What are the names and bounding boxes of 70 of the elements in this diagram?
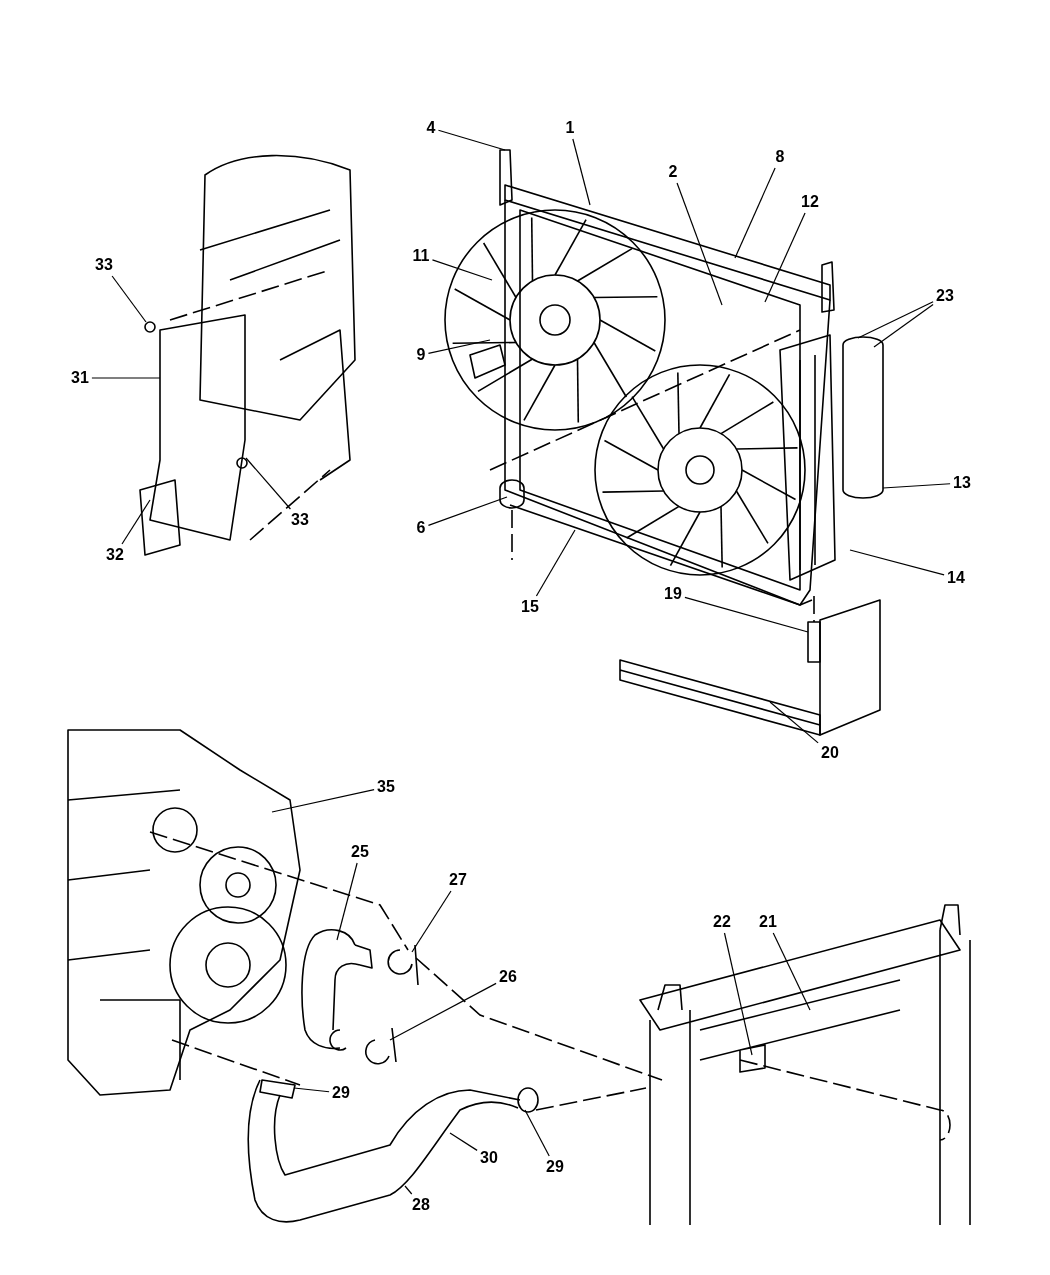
leader-line bbox=[293, 1087, 330, 1093]
callout-number: 13 bbox=[952, 474, 972, 492]
callout-number: 32 bbox=[105, 546, 125, 564]
leader-line bbox=[524, 1109, 550, 1157]
callout-number: 30 bbox=[479, 1149, 499, 1167]
leader-line bbox=[271, 789, 375, 813]
callout-number: 2 bbox=[667, 163, 679, 181]
callout-number: 29 bbox=[545, 1158, 565, 1176]
callout-number: 23 bbox=[935, 287, 955, 305]
leader-line bbox=[404, 1185, 413, 1195]
leader-line bbox=[91, 377, 161, 379]
leader-line bbox=[882, 483, 951, 489]
leader-line bbox=[572, 138, 591, 206]
leader-line bbox=[676, 182, 723, 306]
leader-line bbox=[857, 301, 934, 339]
callout-number: 9 bbox=[415, 346, 427, 364]
leader-line bbox=[684, 596, 809, 633]
callout-number: 12 bbox=[800, 193, 820, 211]
leader-line bbox=[873, 303, 934, 348]
assembly-line bbox=[149, 831, 409, 951]
leader-line bbox=[336, 862, 358, 941]
engine-drawing bbox=[67, 729, 301, 1096]
assembly-line bbox=[415, 957, 663, 1081]
callout-number: 11 bbox=[411, 247, 431, 265]
leader-line bbox=[437, 129, 506, 151]
callout-number: 4 bbox=[425, 119, 437, 137]
assembly-line bbox=[535, 1087, 647, 1111]
callout-number: 29 bbox=[331, 1084, 351, 1102]
leader-line bbox=[431, 259, 493, 281]
callout-number: 35 bbox=[376, 778, 396, 796]
leader-line bbox=[245, 457, 292, 510]
callout-number: 8 bbox=[774, 148, 786, 166]
callout-number: 20 bbox=[820, 744, 840, 762]
callout-number: 27 bbox=[448, 871, 468, 889]
callout-number: 6 bbox=[415, 519, 427, 537]
leader-line bbox=[734, 167, 776, 259]
leader-line bbox=[772, 932, 811, 1011]
assembly-line bbox=[813, 595, 815, 623]
hose-clamp-drawing bbox=[387, 944, 419, 986]
leader-line bbox=[389, 982, 497, 1041]
leader-line bbox=[769, 701, 819, 744]
callout-number: 33 bbox=[290, 511, 310, 529]
leader-line bbox=[411, 890, 452, 953]
callout-number: 25 bbox=[350, 843, 370, 861]
hose-drawing bbox=[247, 1079, 539, 1223]
assembly-line bbox=[171, 1039, 301, 1086]
leader-line bbox=[121, 499, 151, 545]
callout-number: 21 bbox=[758, 913, 778, 931]
leader-line bbox=[849, 549, 945, 576]
callout-number: 28 bbox=[411, 1196, 431, 1214]
leader-line bbox=[449, 1132, 478, 1151]
hose-drawing bbox=[301, 929, 373, 1051]
leader-line bbox=[764, 212, 806, 303]
callout-number: 31 bbox=[70, 369, 90, 387]
leader-line bbox=[111, 275, 147, 323]
leader-line bbox=[427, 496, 508, 526]
callout-number: 15 bbox=[520, 598, 540, 616]
callout-number: 26 bbox=[498, 968, 518, 986]
callout-number: 22 bbox=[712, 913, 732, 931]
hose-clamp-drawing bbox=[365, 1027, 397, 1065]
leader-line bbox=[427, 339, 491, 354]
leader-line bbox=[723, 932, 753, 1056]
callout-number: 1 bbox=[564, 119, 576, 137]
support-bracket-drawing bbox=[619, 599, 881, 736]
callout-number: 33 bbox=[94, 256, 114, 274]
shroud-drawing bbox=[139, 154, 356, 556]
callout-number: 19 bbox=[663, 585, 683, 603]
radiator-drawing bbox=[639, 904, 971, 1226]
callout-number: 14 bbox=[946, 569, 966, 587]
leader-line bbox=[535, 529, 576, 597]
